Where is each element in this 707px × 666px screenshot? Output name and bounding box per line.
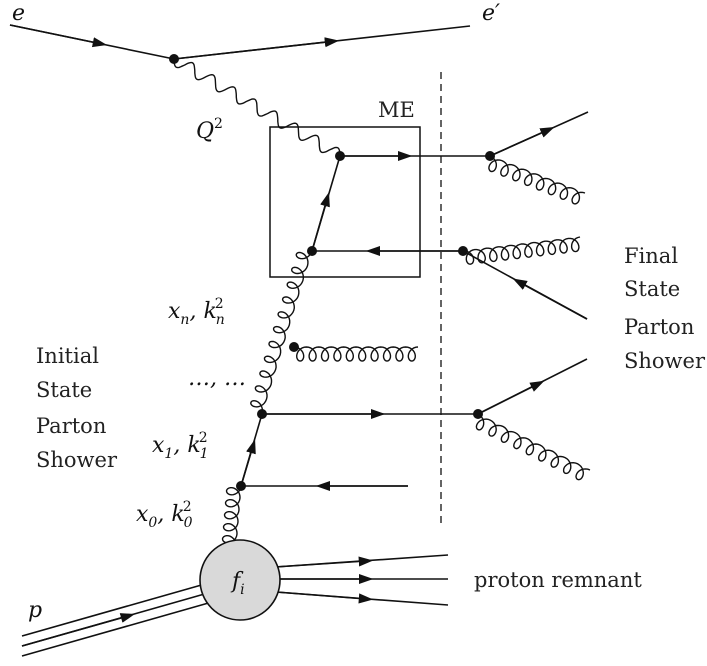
svg-text:Initial: Initial xyxy=(36,344,99,368)
svg-text:Shower: Shower xyxy=(624,349,706,373)
svg-text:State: State xyxy=(36,378,92,402)
gluon-line xyxy=(475,413,591,481)
svg-text:Final: Final xyxy=(624,244,678,268)
gluon-line xyxy=(293,346,419,362)
initial-state-label: Initial State Parton Shower xyxy=(36,344,118,472)
quark-lines xyxy=(240,111,589,492)
svg-text:Shower: Shower xyxy=(36,448,118,472)
electron-in-label: e xyxy=(12,1,25,26)
incoming-electron-line xyxy=(9,24,175,60)
remnant-lines xyxy=(274,554,449,606)
outgoing-electron-line xyxy=(173,25,471,60)
pdf-blob xyxy=(199,539,281,621)
matrix-element-box xyxy=(269,126,421,278)
remnant-label: proton remnant xyxy=(474,568,642,592)
gluon-line xyxy=(250,250,313,415)
svg-text:Parton: Parton xyxy=(624,315,694,339)
ellipsis-label: …, … xyxy=(188,366,246,391)
gluon-line xyxy=(488,155,586,205)
proton-lines xyxy=(21,581,220,657)
electron-out-label: e′ xyxy=(482,1,500,26)
q2-label: Q2 xyxy=(196,116,223,144)
virtual-photon xyxy=(173,58,341,157)
vertices xyxy=(169,54,495,491)
gluon-line xyxy=(221,485,242,547)
gluon-line xyxy=(463,236,581,265)
svg-text:State: State xyxy=(624,277,680,301)
me-label: ME xyxy=(378,98,415,122)
proton-label: p xyxy=(28,598,42,623)
svg-text:Parton: Parton xyxy=(36,414,106,438)
final-state-label: Final State Parton Shower xyxy=(624,244,706,373)
